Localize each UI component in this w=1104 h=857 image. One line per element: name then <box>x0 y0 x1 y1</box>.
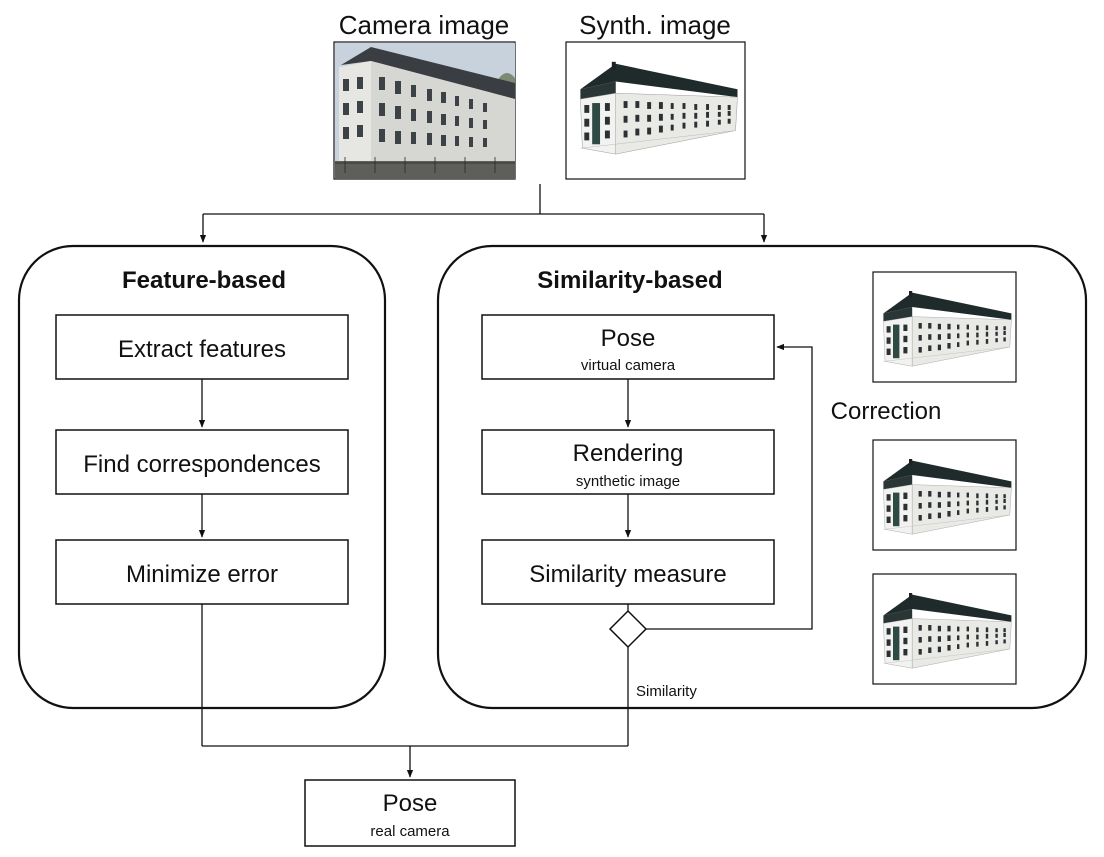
camera-image <box>333 41 516 180</box>
minimize-error-box: Minimize error <box>55 539 349 605</box>
pose-real-main-label: Pose <box>383 790 438 817</box>
output-merge-connector <box>201 604 629 778</box>
find-correspondences-box: Find correspondences <box>55 429 349 495</box>
correction-image-3 <box>872 573 1017 685</box>
find-correspondences-label: Find correspondences <box>83 451 320 478</box>
pose-virtual-sub-label: virtual camera <box>581 357 676 374</box>
feature-based-title: Feature-based <box>122 267 286 294</box>
rendering-box: Rendering synthetic image <box>481 429 775 495</box>
pose-real-camera-box: Pose real camera <box>304 779 516 847</box>
synth-image-label: Synth. image <box>579 10 731 40</box>
correction-image-1 <box>872 271 1017 383</box>
extract-features-label: Extract features <box>118 336 286 363</box>
pose-virtual-camera-box: Pose virtual camera <box>481 314 775 380</box>
correction-loop-arrow <box>646 343 813 630</box>
similarity-label: Similarity <box>636 683 697 700</box>
similarity-based-title: Similarity-based <box>537 267 722 294</box>
extract-features-box: Extract features <box>55 314 349 380</box>
rendering-sub-label: synthetic image <box>576 473 680 490</box>
similarity-measure-label: Similarity measure <box>529 561 726 588</box>
input-split-connector <box>199 184 768 243</box>
synth-image <box>565 41 746 180</box>
pose-real-sub-label: real camera <box>370 823 450 840</box>
camera-image-label: Camera image <box>339 10 510 40</box>
minimize-error-label: Minimize error <box>126 561 278 588</box>
correction-label: Correction <box>831 398 942 425</box>
pose-virtual-main-label: Pose <box>601 325 656 352</box>
rendering-main-label: Rendering <box>573 440 684 467</box>
similarity-measure-box: Similarity measure <box>481 539 775 605</box>
correction-image-2 <box>872 439 1017 551</box>
